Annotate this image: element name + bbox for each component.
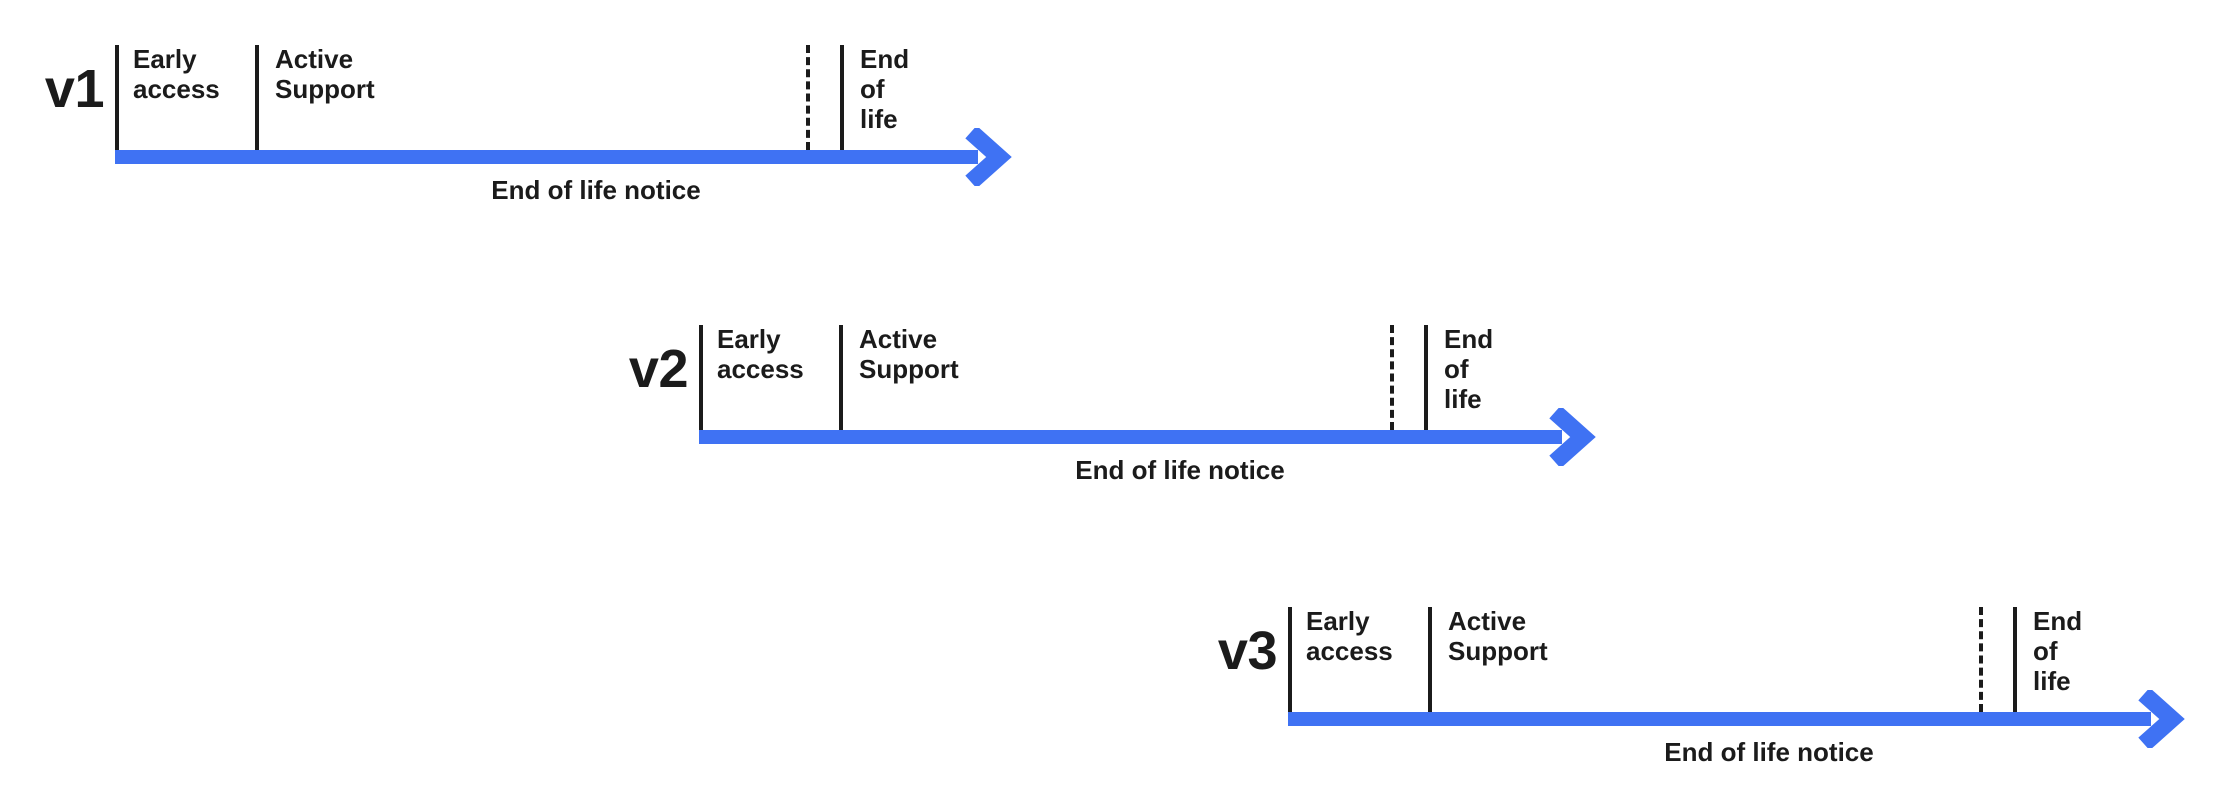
divider-early-access-start-v2: [699, 325, 703, 430]
divider-end-of-life-notice-v3: [1979, 607, 1983, 712]
notice-label-v1: End of life notice: [491, 175, 701, 205]
divider-end-of-life-notice-v2: [1390, 325, 1394, 430]
divider-active-support-start-v2: [839, 325, 843, 430]
segment-label-early-access-v2: Early access: [717, 324, 804, 384]
version-label-v1: v1: [44, 59, 105, 119]
version-label-v2: v2: [628, 339, 689, 399]
segment-label-early-access-v3: Early access: [1306, 606, 1393, 666]
divider-active-support-start-v1: [255, 45, 259, 150]
divider-early-access-start-v1: [115, 45, 119, 150]
segment-label-active-support-v2: Active Support: [859, 324, 959, 384]
divider-end-of-life-start-v3: [2013, 607, 2017, 712]
arrow-head-icon-v3: [2138, 690, 2185, 748]
arrow-head-icon-v1: [965, 128, 1012, 186]
arrow-head-icon-v2: [1549, 408, 1596, 466]
segment-label-end-of-life-v3: End of life: [2033, 606, 2083, 696]
notice-label-v3: End of life notice: [1664, 737, 1874, 767]
divider-end-of-life-notice-v1: [806, 45, 810, 150]
divider-end-of-life-start-v1: [840, 45, 844, 150]
segment-label-early-access-v1: Early access: [133, 44, 220, 104]
version-label-v3: v3: [1217, 621, 1278, 681]
segment-label-active-support-v3: Active Support: [1448, 606, 1548, 666]
segment-label-end-of-life-v2: End of life: [1444, 324, 1494, 414]
notice-label-v2: End of life notice: [1075, 455, 1285, 485]
timeline-bar-v2: [699, 430, 1562, 444]
segment-label-active-support-v1: Active Support: [275, 44, 375, 104]
divider-end-of-life-start-v2: [1424, 325, 1428, 430]
divider-active-support-start-v3: [1428, 607, 1432, 712]
divider-early-access-start-v3: [1288, 607, 1292, 712]
timeline-bar-v3: [1288, 712, 2151, 726]
timeline-bar-v1: [115, 150, 978, 164]
segment-label-end-of-life-v1: End of life: [860, 44, 910, 134]
